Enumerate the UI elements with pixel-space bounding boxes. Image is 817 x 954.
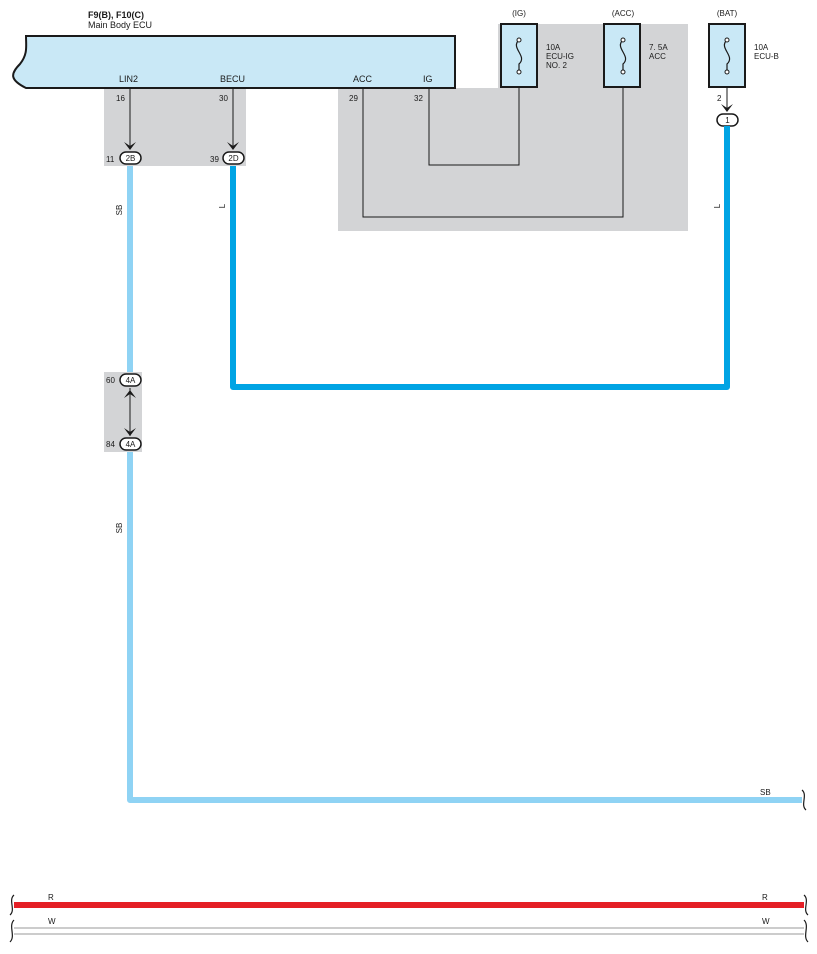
connector-2b-id: 2B (126, 154, 136, 163)
fuse-ig-box (500, 23, 538, 88)
wire-label-lin-lower: SB (115, 523, 124, 534)
wire-label-lin-right: SB (760, 788, 771, 797)
wire-label-bottom-r-right: R (762, 893, 768, 902)
ecu-terminal-ig: IG (423, 74, 433, 84)
connector-2d-pin: 39 (210, 155, 219, 164)
connector-1-id: 1 (725, 116, 730, 125)
arrow-icon-4a-down (124, 428, 136, 436)
break-mark-left-r (9, 894, 15, 916)
fuse-bat-rating: 10A (754, 43, 769, 52)
wire-lin2-lower-sb (127, 452, 802, 803)
wire-acc-internal (362, 72, 624, 218)
connector-2d-badge (222, 151, 245, 165)
connector-2b-pin: 11 (106, 155, 115, 164)
connector-4a-top-pin: 60 (106, 376, 115, 385)
ecu-pin-lin2: 16 (116, 94, 125, 103)
fuse-bat-box (708, 23, 746, 88)
fuse-bat-icon (723, 39, 731, 72)
break-mark-right-w (803, 919, 809, 943)
ecu-name: Main Body ECU (88, 20, 152, 30)
fuse-acc-source: (ACC) (612, 9, 635, 18)
ecu-terminal-becu: BECU (220, 74, 245, 84)
connector-area-ecu-right (338, 24, 688, 231)
fuse-acc-box (603, 23, 641, 88)
ecu-code: F9(B), F10(C) (88, 10, 144, 20)
connector-4a-bottom-id: 4A (126, 440, 136, 449)
wire-label-bottom-r-left: R (48, 893, 54, 902)
connector-2b-badge (119, 151, 142, 165)
fuse-bat-source: (BAT) (717, 9, 738, 18)
arrow-icon-lin2 (124, 142, 136, 150)
fuse-ig-name: ECU-IG (546, 52, 574, 61)
break-mark-right-r (803, 894, 809, 916)
fuse-acc-rating: 7. 5A (649, 43, 668, 52)
ecu-pin-ig: 32 (414, 94, 423, 103)
ecu-terminal-lin2: LIN2 (119, 74, 138, 84)
connector-4a-top-id: 4A (126, 376, 136, 385)
ecu-pin-acc: 29 (349, 94, 358, 103)
fuse-ig-source: (IG) (512, 9, 526, 18)
fuse-ig-name2: NO. 2 (546, 61, 567, 70)
ecu-pin-becu: 30 (219, 94, 228, 103)
connector-2d-id: 2D (228, 154, 238, 163)
arrow-icon-becu (227, 142, 239, 150)
connector-4a-bottom-badge (119, 437, 142, 451)
wire-label-becu: L (218, 203, 227, 208)
fuse-acc-icon (619, 39, 627, 72)
arrow-icon-4a-up (124, 390, 136, 398)
break-mark-sb (801, 789, 807, 811)
fuse-ig-rating: 10A (546, 43, 561, 52)
wire-label-bottom-w-left: W (48, 917, 56, 926)
connector-4a-bottom-pin: 84 (106, 440, 115, 449)
fuse-ig-icon (515, 39, 523, 72)
main-body-ecu-block (12, 35, 456, 89)
fuse-bat-name: ECU-B (754, 52, 779, 61)
fuse-acc-name: ACC (649, 52, 666, 61)
connector-4a-top-badge (119, 373, 142, 387)
break-mark-left-w (9, 919, 15, 943)
wire-ig-internal (428, 72, 520, 166)
wire-label-bat: L (713, 203, 722, 208)
wire-label-bottom-w-right: W (762, 917, 770, 926)
wire-label-lin-upper: SB (115, 205, 124, 216)
wire-becu-bat-l (230, 126, 730, 390)
ecu-terminal-acc: ACC (353, 74, 373, 84)
fuse-bat-pin: 2 (717, 94, 722, 103)
